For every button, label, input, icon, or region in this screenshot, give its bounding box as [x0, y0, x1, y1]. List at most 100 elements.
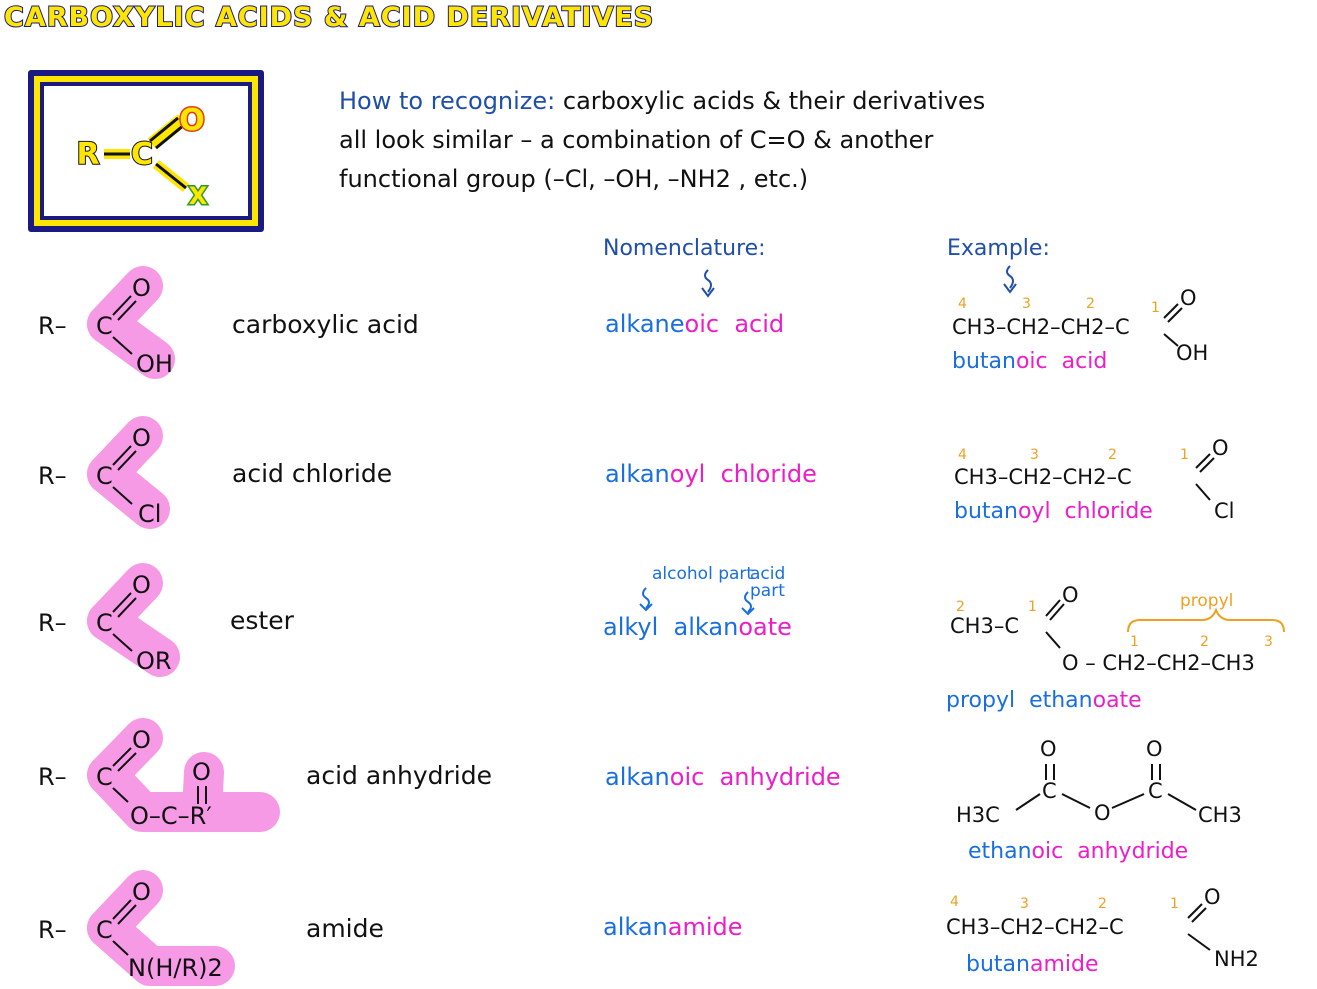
annotation-acid-part: acid part [750, 564, 786, 601]
general-r-label: R [76, 137, 99, 172]
intro-line-2: all look similar – a combination of C=O … [339, 126, 934, 154]
carboxylic-acid-oh: OH [136, 350, 173, 378]
svg-text:O: O [1212, 436, 1229, 460]
acid-chloride-c: C [96, 462, 113, 490]
anhydride-r: R– [38, 763, 67, 791]
svg-text:4: 4 [958, 447, 967, 463]
highlight-anhydride-bridge [87, 755, 280, 832]
intro-line-3: functional group (–Cl, –OH, –NH2 , etc.) [339, 165, 809, 193]
acid-chloride-cl: Cl [138, 500, 161, 528]
svg-text:O: O [1040, 737, 1057, 761]
svg-text:OH: OH [1176, 341, 1208, 365]
svg-text:Cl: Cl [1214, 499, 1235, 523]
svg-text:3: 3 [1022, 296, 1031, 312]
svg-text:C: C [1042, 779, 1057, 803]
carboxylic-acid-r: R– [38, 312, 67, 340]
svg-text:O: O [1062, 583, 1079, 607]
svg-text:C: C [1148, 779, 1163, 803]
nomenclature-acid-anhydride: alkanoic anhydride [605, 763, 841, 791]
butanamide-formula: CH3–CH2–CH2–C [946, 915, 1124, 939]
header-arrows [701, 265, 1017, 298]
ester-c: C [96, 609, 113, 637]
svg-text:O: O [1146, 737, 1163, 761]
example-arrow [1006, 265, 1014, 289]
example-name-butanoyl-chloride: butanoyl chloride [954, 499, 1153, 524]
svg-text:2: 2 [1200, 634, 1209, 650]
example-butanamide: 4 3 2 1 CH3–CH2–CH2–C O NH2 [946, 885, 1259, 971]
svg-text:3: 3 [1264, 634, 1273, 650]
example-structures: 4 3 2 1 CH3–CH2–CH2–C O OH 4 3 2 1 CH3–C… [946, 286, 1285, 971]
ester-o: O [132, 571, 151, 599]
acid-chloride-o: O [132, 424, 151, 452]
name-segment: acid [719, 310, 785, 338]
svg-text:CH3–C: CH3–C [950, 614, 1019, 638]
intro-line1-rest: carboxylic acids & their derivatives [562, 87, 986, 115]
svg-text:1: 1 [1028, 599, 1037, 615]
example-ethanoic-anhydride: O O C C O H3C CH3 [956, 737, 1242, 827]
example-name-butanoic-acid: butanoic acid [952, 349, 1107, 374]
nomenclature-header: Nomenclature: [603, 236, 766, 261]
svg-text:4: 4 [958, 296, 967, 312]
svg-text:CH3: CH3 [1198, 803, 1242, 827]
svg-text:1: 1 [1170, 896, 1179, 912]
name-segment: alkan [605, 763, 670, 791]
highlight-acid-chloride-cl [87, 454, 170, 529]
row-name-ester: ester [230, 606, 294, 635]
page-title: CARBOXYLIC ACIDS & ACID DERIVATIVES [3, 1, 655, 34]
ester-annotation-arrows [639, 587, 755, 616]
example-name-butanamide: butanamide [966, 952, 1099, 977]
example-header: Example: [947, 236, 1050, 261]
intro-line-1: How to recognize: carboxylic acids & the… [339, 82, 1299, 121]
anhydride-o: O [132, 726, 151, 754]
svg-text:4: 4 [950, 894, 959, 910]
name-segment: alkyl alkan [603, 613, 739, 641]
name-segment: amide [1029, 952, 1099, 977]
name-segment: oic [1031, 839, 1064, 864]
ester-r: R– [38, 609, 67, 637]
row-name-carboxylic-acid: carboxylic acid [232, 310, 419, 339]
svg-text:1: 1 [1180, 447, 1189, 463]
example-propyl-ethanoate: 2 1 CH3–C O O – CH2–CH2–CH3 1 2 3 propyl [950, 583, 1285, 675]
name-segment: oate [1092, 688, 1142, 713]
nomenclature-amide: alkanamide [603, 913, 743, 941]
name-segment: amide [667, 913, 743, 941]
anhydride-bridge: O–C–R′ [130, 802, 212, 830]
carboxylic-acid-o: O [132, 274, 151, 302]
example-name-propyl-ethanoate: propyl ethanoate [946, 688, 1142, 713]
row-structures: R– C O OH R– C O Cl R– C O OR R– C O O–C… [38, 274, 223, 982]
name-segment: chloride [705, 460, 817, 488]
nomenclature-carboxylic-acid: alkaneoic acid [605, 310, 784, 338]
row-name-acid-chloride: acid chloride [232, 459, 393, 488]
svg-text:O: O [1204, 885, 1221, 909]
name-segment: acid [1047, 349, 1108, 374]
amide-r: R– [38, 916, 67, 944]
name-segment: anhydride [1063, 839, 1189, 864]
anhydride-c: C [96, 763, 113, 791]
general-structure-box: R C O X [28, 70, 264, 232]
svg-text:O – CH2–CH2–CH3: O – CH2–CH2–CH3 [1062, 651, 1255, 675]
name-segment: oic [684, 310, 720, 338]
name-segment: propyl ethan [946, 688, 1093, 713]
svg-text:2: 2 [1086, 296, 1095, 312]
svg-text:1: 1 [1130, 634, 1139, 650]
svg-text:O: O [1180, 286, 1197, 310]
svg-text:O: O [1094, 801, 1111, 825]
acid-chloride-r: R– [38, 462, 67, 490]
general-x-label: X [189, 182, 208, 210]
name-segment: oyl [669, 460, 706, 488]
svg-text:2: 2 [1098, 896, 1107, 912]
amide-c: C [96, 916, 113, 944]
highlight-ester-or [87, 601, 180, 677]
ester-or: OR [136, 647, 172, 675]
row-name-acid-anhydride: acid anhydride [306, 761, 492, 790]
nomenclature-arrow [704, 269, 712, 293]
nomenclature-ester: alkyl alkanoate [603, 613, 792, 641]
amide-n: N(H/R)2 [128, 954, 223, 982]
svg-text:3: 3 [1020, 896, 1029, 912]
svg-text:NH2: NH2 [1214, 947, 1259, 971]
name-segment: oic [1015, 349, 1048, 374]
intro-text: How to recognize: carboxylic acids & the… [339, 82, 1299, 199]
butanoyl-chloride-formula: CH3–CH2–CH2–C [954, 465, 1132, 489]
name-segment: butan [954, 499, 1018, 524]
